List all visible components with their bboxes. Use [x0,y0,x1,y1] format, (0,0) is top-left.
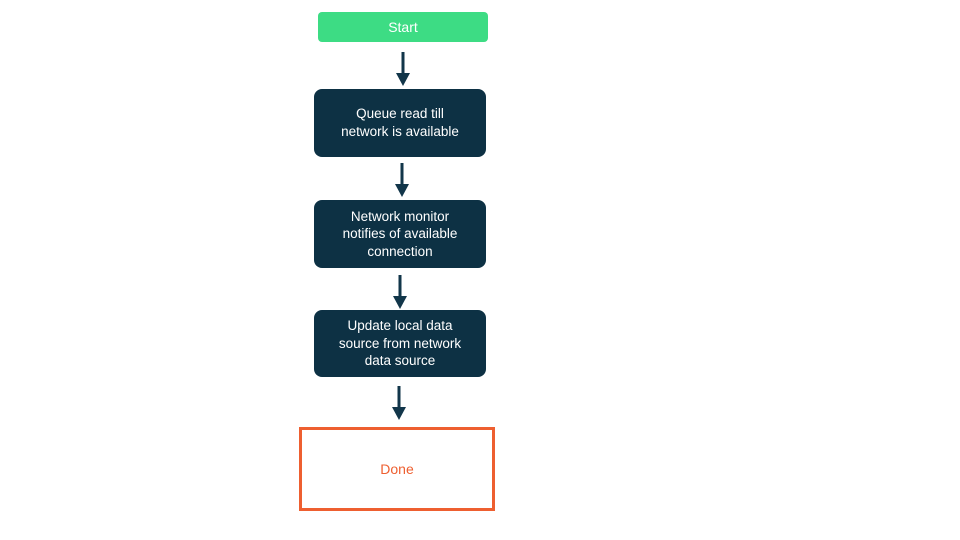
flowchart-node-network-monitor: Network monitor notifies of available co… [314,200,486,268]
arrow-down-icon [396,52,410,86]
arrow-down-icon [395,163,409,197]
arrow-down-icon [393,275,407,309]
flowchart-node-update-local: Update local data source from network da… [314,310,486,377]
flowchart-node-start: Start [318,12,488,42]
node-network-monitor-label: Network monitor notifies of available co… [342,208,458,259]
node-done-label: Done [380,460,414,477]
node-update-local-label: Update local data source from network da… [338,318,462,369]
flowchart-node-queue-read: Queue read till network is available [314,89,486,157]
arrow-down-icon [392,386,406,420]
node-queue-read-label: Queue read till network is available [341,106,459,139]
node-start-label: Start [388,18,418,35]
flowchart-node-done: Done [299,427,495,511]
